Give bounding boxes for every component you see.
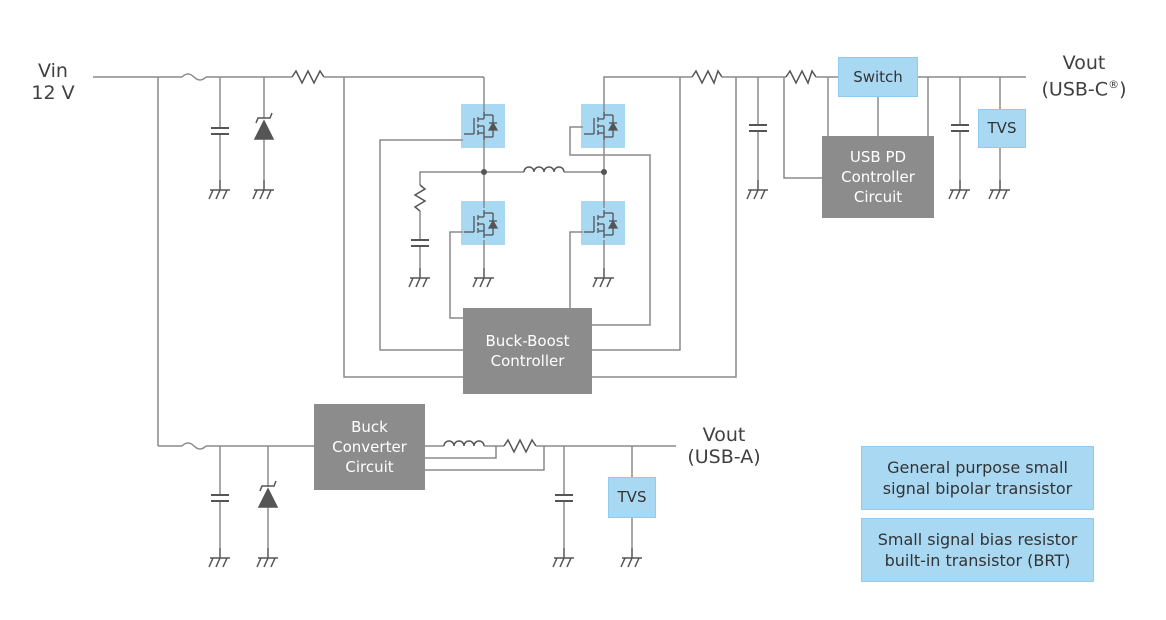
usb-pd-controller-block: USB PD Controller Circuit bbox=[822, 136, 934, 218]
legend-general-purpose: General purpose small signal bipolar tra… bbox=[861, 446, 1094, 510]
vout-usbc-label: Vout (USB-C®) bbox=[1032, 52, 1136, 100]
vout-usbc-port: (USB-C®) bbox=[1041, 78, 1127, 101]
zener-diode-icon bbox=[253, 112, 279, 508]
transistor-highlight bbox=[581, 201, 625, 245]
fuse-icon bbox=[181, 73, 207, 81]
vin-title: Vin bbox=[38, 60, 68, 82]
buck-converter-block: Buck Converter Circuit bbox=[314, 404, 425, 490]
buck-boost-controller-block: Buck-Boost Controller bbox=[463, 308, 592, 394]
transistor-highlight bbox=[461, 201, 505, 245]
vin-label: Vin 12 V bbox=[30, 60, 76, 104]
vout-usba-port: (USB-A) bbox=[687, 446, 761, 468]
switch-block: Switch bbox=[838, 57, 918, 97]
vout-usba-label: Vout (USB-A) bbox=[674, 424, 774, 468]
legend-bias-resistor: Small signal bias resistor built-in tran… bbox=[861, 518, 1094, 582]
tvs-usba-block: TVS bbox=[608, 477, 656, 518]
vout-usba-title: Vout bbox=[702, 424, 746, 446]
vout-usbc-title: Vout bbox=[1062, 52, 1106, 74]
resistor-icon bbox=[291, 69, 325, 85]
vin-voltage: 12 V bbox=[31, 82, 75, 104]
inductor-icon bbox=[523, 166, 565, 173]
tvs-usbc-block: TVS bbox=[978, 109, 1026, 148]
